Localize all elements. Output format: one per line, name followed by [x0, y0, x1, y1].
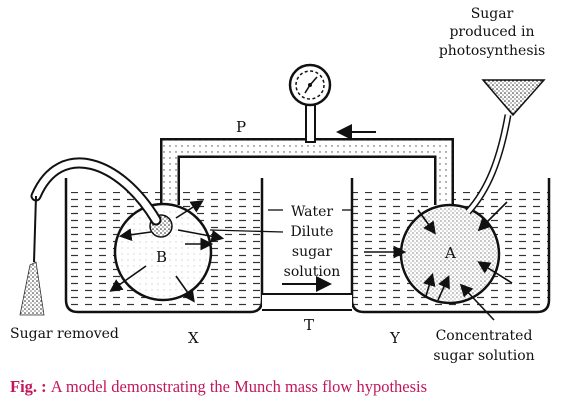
arrows-bulb-a: [364, 201, 513, 321]
bulb-b-label: B: [156, 248, 167, 266]
pressure-gauge: [288, 63, 332, 143]
bulb-b: [113, 202, 213, 302]
tube-t-label: T: [304, 316, 314, 334]
leader-lines: [209, 209, 352, 233]
dilute-label-3: solution: [284, 264, 341, 280]
sugar-produced-label-2: produced in: [449, 24, 534, 40]
drain-tube: [30, 157, 162, 263]
sugar-funnel: [465, 79, 546, 215]
dilute-label-1: Dilute: [290, 224, 333, 240]
pipe-p-label: P: [236, 118, 246, 136]
concentrated-label-1: Concentrated: [436, 328, 533, 344]
vessel-y-label: Y: [389, 329, 401, 347]
arrows-bulb-b: [109, 200, 225, 303]
dilute-label-2: sugar: [292, 244, 333, 260]
vessel-x-label: X: [188, 329, 199, 347]
sugar-removed-label: Sugar removed: [10, 326, 119, 342]
figure-caption: Fig. : A model demonstrating the Munch m…: [10, 377, 427, 397]
caption-lead: Fig. :: [10, 377, 51, 396]
sugar-removed-pile: [19, 261, 45, 316]
connecting-tube-t: [262, 293, 352, 311]
caption-text: A model demonstrating the Munch mass flo…: [50, 377, 428, 396]
pipe-p: [160, 138, 454, 205]
concentrated-label-2: sugar solution: [433, 348, 534, 364]
bulb-a-label: A: [444, 244, 456, 262]
water-label: Water: [291, 204, 333, 220]
sugar-produced-label-3: photosynthesis: [439, 43, 545, 59]
sugar-produced-label-1: Sugar: [471, 6, 514, 22]
